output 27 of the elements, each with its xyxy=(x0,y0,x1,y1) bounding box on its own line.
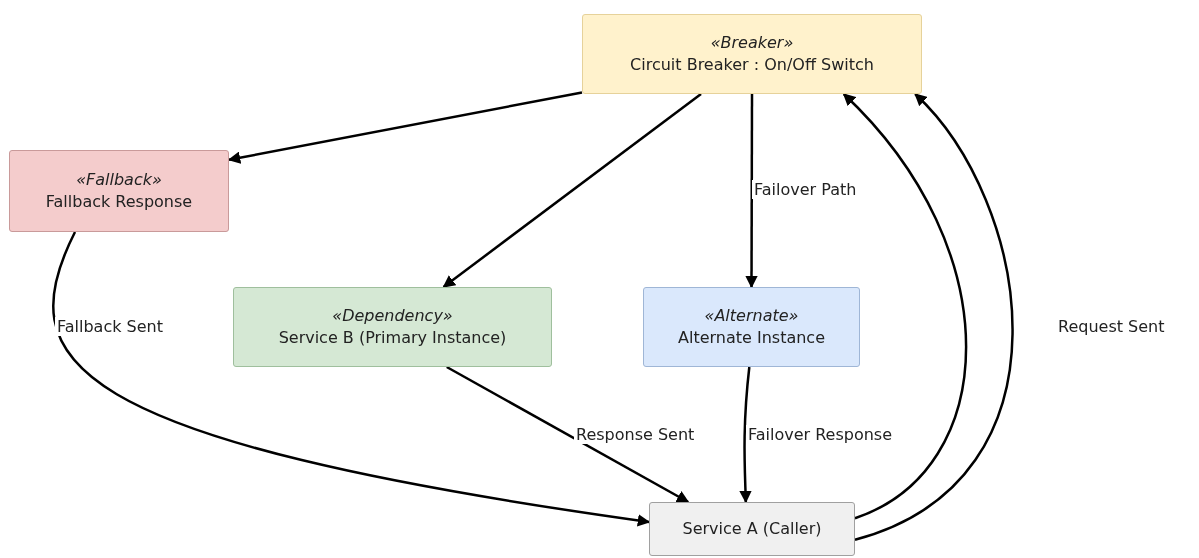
edge-label: Failover Response xyxy=(746,425,895,444)
node-label: Alternate Instance xyxy=(678,327,825,349)
arrow xyxy=(739,366,752,504)
arrow xyxy=(442,93,702,288)
edge-label: Fallback Sent xyxy=(55,317,165,336)
service-box xyxy=(643,287,860,367)
caller-box xyxy=(649,502,855,556)
stereotype-label: «Fallback» xyxy=(76,169,162,191)
stereotype-label: «Dependency» xyxy=(332,305,453,327)
arrow xyxy=(227,91,583,164)
service-box xyxy=(233,287,552,367)
edge-label: Response Sent xyxy=(574,425,697,444)
arrow xyxy=(52,231,651,527)
edge-label: Request Sent xyxy=(1056,317,1167,336)
stereotype-label: «Alternate» xyxy=(704,305,799,327)
arrow xyxy=(745,94,758,289)
stereotype-label: «Breaker» xyxy=(710,32,794,54)
node-label: Service A (Caller) xyxy=(682,518,822,540)
arrow xyxy=(446,365,690,504)
node-label: Circuit Breaker : On/Off Switch xyxy=(630,54,874,76)
arrow xyxy=(854,93,1014,541)
node-label: Service B (Primary Instance) xyxy=(278,327,507,349)
node-label: Fallback Response xyxy=(45,191,193,213)
fallback-box xyxy=(9,150,229,232)
breaker-box xyxy=(582,14,922,94)
edge-label: Failover Path xyxy=(752,180,859,199)
arrow xyxy=(842,93,968,520)
